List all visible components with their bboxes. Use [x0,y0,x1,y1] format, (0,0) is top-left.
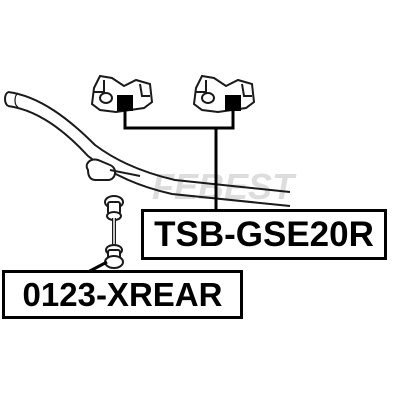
watermark-text: FEBEST [152,166,297,207]
bushing-leader-lines [123,108,235,210]
stabilizer-bar [4,91,291,207]
bushing-right [192,74,256,114]
stabilizer-bushing-part-number: TSB-GSE20R [141,209,387,260]
stabilizer-link [85,158,141,269]
bushing-left [90,74,154,114]
stabilizer-link-part-number: 0123-XREAR [2,270,243,319]
